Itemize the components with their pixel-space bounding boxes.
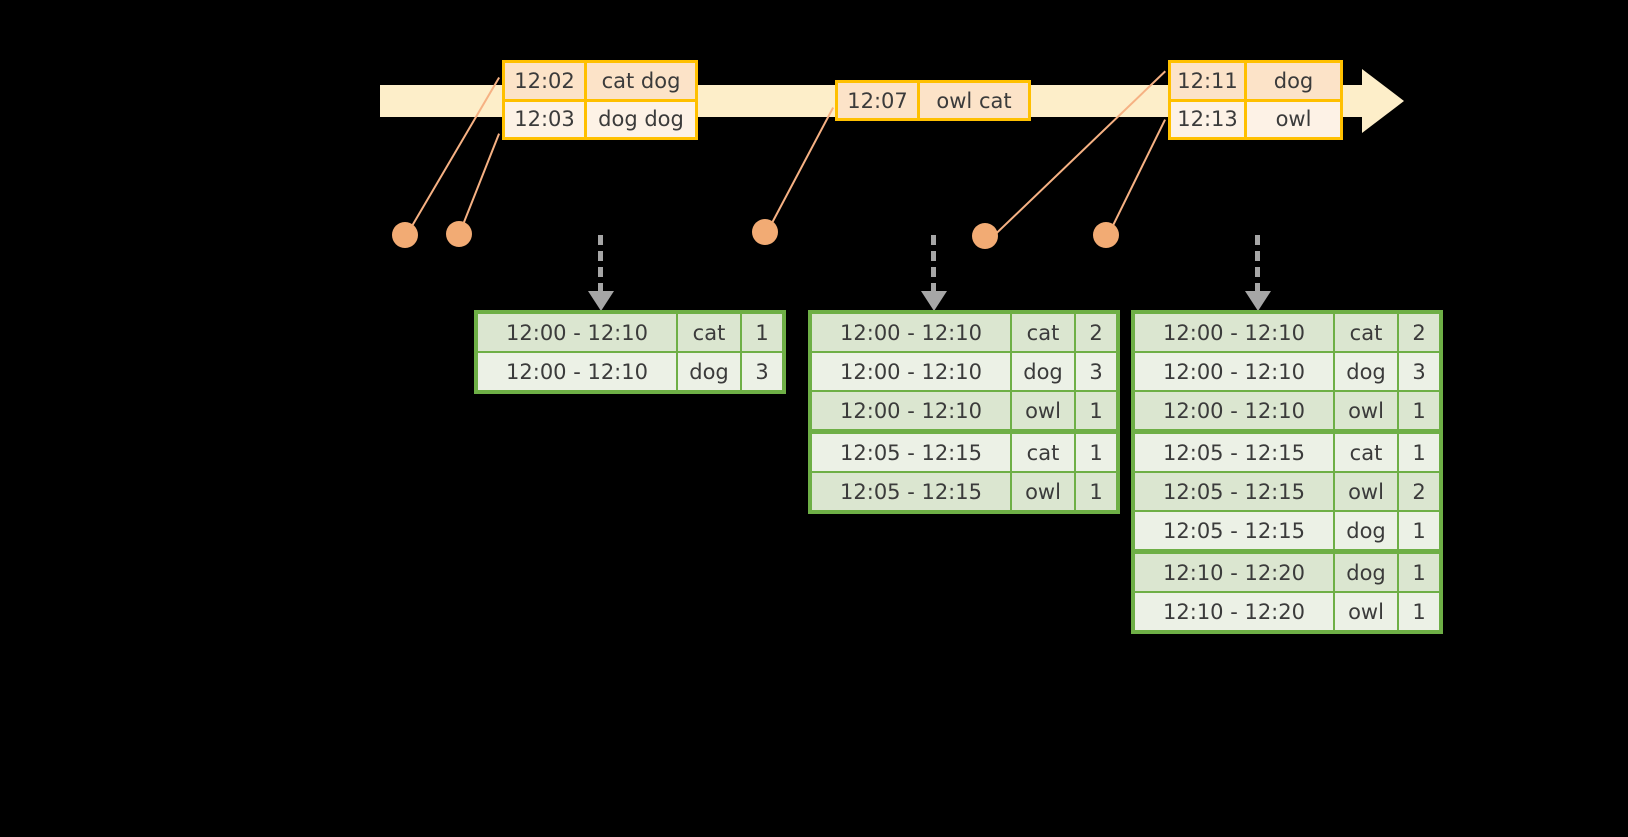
cell-word: cat — [678, 314, 740, 351]
cell-count: 3 — [1399, 353, 1439, 390]
cell-count: 1 — [1076, 473, 1116, 510]
cell-word: owl — [1012, 392, 1074, 429]
leader-line-3 — [768, 107, 834, 230]
cell-count: 1 — [742, 314, 782, 351]
event-box-group-3[interactable]: 12:11 dog 12:13 owl — [1168, 60, 1343, 140]
cell-window: 12:00 - 12:10 — [478, 353, 676, 390]
flow-arrow-head-2 — [921, 291, 947, 311]
leader-line-5 — [1110, 119, 1166, 230]
cell-window: 12:00 - 12:10 — [1135, 314, 1333, 351]
cell-count: 2 — [1399, 314, 1439, 351]
event-row[interactable]: 12:07 owl cat — [838, 83, 1028, 118]
event-time: 12:03 — [505, 101, 587, 137]
event-time: 12:13 — [1171, 101, 1247, 137]
connector-dot — [752, 219, 778, 245]
cell-word: cat — [1012, 314, 1074, 351]
cell-word: dog — [1335, 554, 1397, 591]
cell-word: owl — [1335, 473, 1397, 510]
event-row[interactable]: 12:02 cat dog — [505, 63, 695, 99]
cell-word: dog — [1335, 353, 1397, 390]
cell-count: 3 — [1076, 353, 1116, 390]
cell-count: 1 — [1076, 392, 1116, 429]
cell-word: owl — [1335, 392, 1397, 429]
timeline-arrow-head — [1362, 69, 1404, 133]
cell-window: 12:10 - 12:20 — [1135, 554, 1333, 591]
cell-word: dog — [678, 353, 740, 390]
event-words: cat dog — [587, 63, 695, 99]
connector-dot — [972, 223, 998, 249]
cell-count: 2 — [1399, 473, 1439, 510]
event-box-group-2[interactable]: 12:07 owl cat — [835, 80, 1031, 121]
cell-count: 1 — [1399, 593, 1439, 630]
cell-count: 1 — [1399, 554, 1439, 591]
cell-word: owl — [1012, 473, 1074, 510]
flow-arrow-shaft-3 — [1255, 235, 1260, 293]
cell-word: cat — [1335, 434, 1397, 471]
cell-word: dog — [1335, 512, 1397, 549]
cell-window: 12:00 - 12:10 — [812, 314, 1010, 351]
connector-dot — [446, 221, 472, 247]
cell-count: 3 — [742, 353, 782, 390]
cell-word: cat — [1335, 314, 1397, 351]
event-words: owl cat — [920, 83, 1028, 118]
flow-arrow-shaft-1 — [598, 235, 603, 293]
cell-count: 1 — [1399, 392, 1439, 429]
cell-count: 1 — [1076, 434, 1116, 471]
cell-count: 1 — [1399, 512, 1439, 549]
cell-window: 12:00 - 12:10 — [812, 353, 1010, 390]
cell-window: 12:05 - 12:15 — [1135, 512, 1333, 549]
flow-arrow-head-3 — [1245, 291, 1271, 311]
cell-window: 12:00 - 12:10 — [1135, 392, 1333, 429]
cell-word: cat — [1012, 434, 1074, 471]
event-words: owl — [1247, 101, 1340, 137]
event-words: dog dog — [587, 101, 695, 137]
flow-arrow-shaft-2 — [931, 235, 936, 293]
cell-count: 1 — [1399, 434, 1439, 471]
cell-window: 12:00 - 12:10 — [1135, 353, 1333, 390]
connector-dot — [1093, 222, 1119, 248]
cell-window: 12:10 - 12:20 — [1135, 593, 1333, 630]
event-row[interactable]: 12:03 dog dog — [505, 98, 695, 137]
cell-window: 12:00 - 12:10 — [478, 314, 676, 351]
event-words: dog — [1247, 63, 1340, 99]
leader-line-2 — [460, 133, 500, 230]
cell-window: 12:00 - 12:10 — [812, 392, 1010, 429]
cell-window: 12:05 - 12:15 — [812, 473, 1010, 510]
cell-window: 12:05 - 12:15 — [812, 434, 1010, 471]
connector-dot — [392, 222, 418, 248]
cell-word: dog — [1012, 353, 1074, 390]
cell-count: 2 — [1076, 314, 1116, 351]
cell-window: 12:05 - 12:15 — [1135, 473, 1333, 510]
event-row[interactable]: 12:11 dog — [1171, 63, 1340, 99]
event-box-group-1[interactable]: 12:02 cat dog 12:03 dog dog — [502, 60, 698, 140]
cell-word: owl — [1335, 593, 1397, 630]
event-time: 12:07 — [838, 83, 920, 118]
flow-arrow-head-1 — [588, 291, 614, 311]
event-time: 12:02 — [505, 63, 587, 99]
cell-window: 12:05 - 12:15 — [1135, 434, 1333, 471]
event-row[interactable]: 12:13 owl — [1171, 98, 1340, 137]
event-time: 12:11 — [1171, 63, 1247, 99]
